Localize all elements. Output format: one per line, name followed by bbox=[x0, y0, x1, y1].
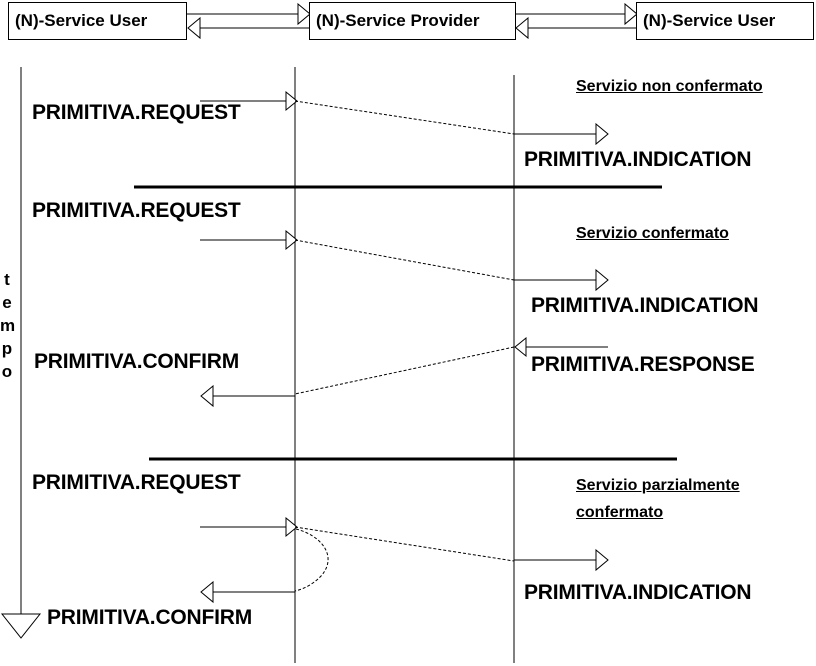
s3-dashed-transfer bbox=[294, 526, 515, 562]
s2-request-arrow bbox=[200, 229, 298, 251]
time-letter: p bbox=[1, 339, 13, 358]
s3-title-line1: Servizio parzialmente bbox=[576, 477, 740, 494]
s2-confirm-arrow bbox=[200, 384, 295, 408]
s2-confirm-label: PRIMITIVA.CONFIRM bbox=[34, 350, 240, 373]
time-axis-label: t e m p o bbox=[0, 268, 16, 383]
time-letter: e bbox=[2, 293, 12, 312]
s2-dashed-return bbox=[294, 346, 515, 395]
header-connector-left bbox=[186, 2, 311, 40]
time-letter: t bbox=[4, 270, 10, 289]
s3-confirm-arrow bbox=[200, 580, 295, 604]
service-user-left-box: (N)-Service User bbox=[8, 2, 187, 40]
s3-dashed-local-loop bbox=[294, 528, 329, 592]
header-connector-right bbox=[515, 2, 638, 40]
s3-indication-label: PRIMITIVA.INDICATION bbox=[524, 581, 752, 604]
time-axis-arrow bbox=[0, 67, 42, 639]
service-provider-label: (N)-Service Provider bbox=[316, 11, 480, 30]
s3-confirm-label: PRIMITIVA.CONFIRM bbox=[47, 606, 253, 629]
s2-indication-arrow bbox=[514, 268, 609, 292]
s1-title: Servizio non confermato bbox=[576, 78, 763, 95]
s2-request-label: PRIMITIVA.REQUEST bbox=[32, 199, 241, 222]
service-user-right-box: (N)-Service User bbox=[636, 2, 814, 40]
s2-title: Servizio confermato bbox=[576, 225, 729, 242]
s1-indication-label: PRIMITIVA.INDICATION bbox=[524, 148, 752, 171]
s1-dashed-transfer bbox=[294, 100, 515, 135]
s1-request-arrow bbox=[200, 90, 298, 112]
s1-request-label: PRIMITIVA.REQUEST bbox=[32, 101, 241, 124]
s2-dashed-transfer bbox=[294, 239, 515, 281]
service-provider-box: (N)-Service Provider bbox=[309, 2, 516, 40]
s3-request-label: PRIMITIVA.REQUEST bbox=[32, 471, 241, 494]
s3-request-arrow bbox=[200, 516, 298, 538]
time-letter: o bbox=[1, 362, 13, 381]
time-letter: m bbox=[0, 316, 16, 335]
service-user-left-label: (N)-Service User bbox=[15, 11, 148, 30]
s3-title-line2: confermato bbox=[576, 504, 664, 521]
s3-indication-arrow bbox=[514, 548, 609, 572]
s1-indication-arrow bbox=[514, 122, 609, 146]
s2-response-label: PRIMITIVA.RESPONSE bbox=[531, 353, 755, 376]
s2-response-arrow bbox=[514, 336, 608, 358]
service-user-right-label: (N)-Service User bbox=[643, 11, 776, 30]
s2-indication-label: PRIMITIVA.INDICATION bbox=[531, 294, 759, 317]
